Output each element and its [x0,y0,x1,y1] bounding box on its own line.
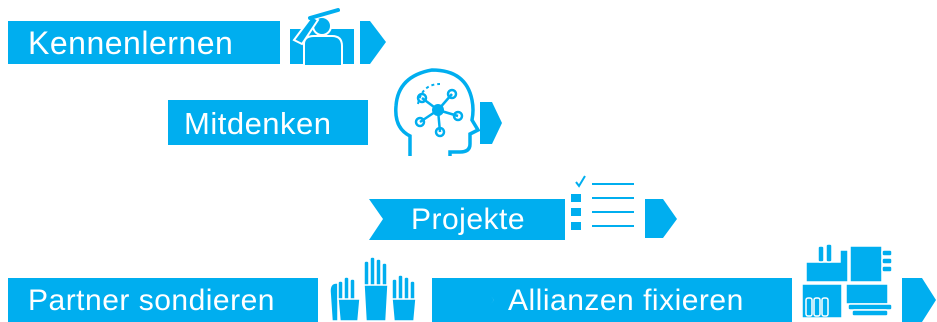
step-label: Allianzen fixieren [508,284,744,317]
raised-hands-icon [329,256,417,321]
step-kennenlernen: Kennenlernen [0,0,390,80]
step-projekte-shape [369,199,677,240]
step-label: Kennenlernen [28,25,234,61]
step-allianzen-fixieren: Allianzen fixieren [470,255,937,322]
step-label: Projekte [411,203,526,236]
step-mitdenken: Mitdenken [160,62,510,162]
step-allianzen-fixieren-shape [476,278,936,322]
step-mitdenken-shape [168,100,502,145]
checklist-icon [571,175,634,230]
interlocked-hands-icon [801,243,893,319]
step-partner-sondieren: Partner sondieren [0,255,500,322]
brain-network-icon [394,68,481,156]
step-partner-sondieren-shape [8,278,494,322]
step-label: Mitdenken [184,106,332,141]
step-label: Partner sondieren [28,284,275,317]
person-waving-icon [292,8,343,66]
step-projekte: Projekte [365,180,695,240]
